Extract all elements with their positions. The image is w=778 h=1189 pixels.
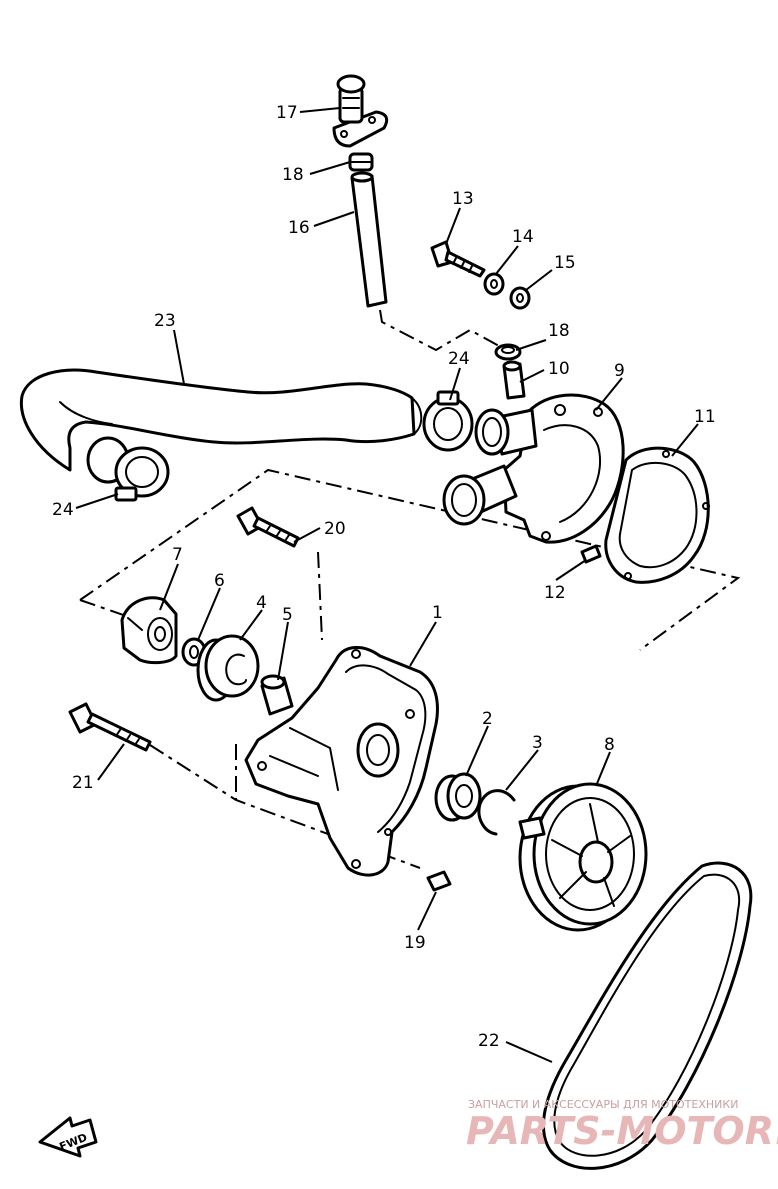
callout-8: 8 bbox=[604, 735, 615, 755]
callout-15: 15 bbox=[554, 253, 576, 273]
fwd-arrow: FWD bbox=[38, 1116, 98, 1158]
part-18-o-ring-top bbox=[348, 152, 374, 172]
part-22-v-belt bbox=[542, 861, 753, 1170]
callout-6: 6 bbox=[214, 571, 225, 591]
part-10-joint-pipe bbox=[502, 360, 526, 400]
part-18-o-ring-mid bbox=[494, 343, 522, 361]
callout-17: 17 bbox=[276, 103, 298, 123]
part-9-pump-cover bbox=[442, 393, 625, 544]
part-20-bolt bbox=[236, 506, 300, 548]
callout-5: 5 bbox=[282, 605, 293, 625]
part-2-bearing bbox=[434, 772, 482, 822]
callout-2: 2 bbox=[482, 709, 493, 729]
part-1-pump-housing bbox=[244, 646, 439, 877]
callout-18-mid: 18 bbox=[548, 321, 570, 341]
assembly-line-pipe bbox=[379, 309, 511, 353]
callout-20: 20 bbox=[324, 519, 346, 539]
callout-16: 16 bbox=[288, 218, 310, 238]
part-3-circlip bbox=[477, 789, 516, 836]
callout-21: 21 bbox=[72, 773, 94, 793]
callout-19: 19 bbox=[404, 933, 426, 953]
part-13-bolt bbox=[430, 240, 486, 278]
watermark-brand: PARTS-MOTOR.RU bbox=[466, 1109, 778, 1153]
callout-24-left: 24 bbox=[52, 500, 74, 520]
part-17-housing-cap bbox=[332, 74, 389, 148]
part-8-pulley bbox=[518, 782, 648, 932]
part-24-hose-clamp-left bbox=[86, 436, 170, 502]
part-12-dowel-pin bbox=[580, 544, 602, 564]
part-14-spring-washer bbox=[483, 272, 505, 296]
callout-labels: 17 18 16 13 14 15 18 10 9 11 12 23 24 24… bbox=[52, 103, 716, 1051]
part-21-bolt bbox=[68, 702, 152, 752]
callout-13: 13 bbox=[452, 189, 474, 209]
callout-24-right: 24 bbox=[448, 349, 470, 369]
watermark: ЗАПЧАСТИ И АКСЕССУАРЫ ДЛЯ МОТОТЕХНИКИ PA… bbox=[466, 1098, 778, 1153]
callout-10: 10 bbox=[548, 359, 570, 379]
watermark-tagline: ЗАПЧАСТИ И АКСЕССУАРЫ ДЛЯ МОТОТЕХНИКИ bbox=[468, 1098, 738, 1111]
part-15-washer bbox=[509, 286, 531, 310]
leader-lines bbox=[75, 107, 699, 1063]
part-24-hose-clamp-right bbox=[422, 390, 474, 452]
part-5-seal bbox=[260, 674, 294, 716]
part-4-impeller bbox=[196, 634, 260, 702]
part-23-radiator-hose bbox=[19, 368, 423, 472]
callout-18-top: 18 bbox=[282, 165, 304, 185]
callout-9: 9 bbox=[614, 361, 625, 381]
callout-3: 3 bbox=[532, 733, 543, 753]
part-19-dowel-pin bbox=[426, 870, 452, 892]
callout-11: 11 bbox=[694, 407, 716, 427]
part-7-seal bbox=[120, 596, 178, 665]
callout-22: 22 bbox=[478, 1031, 500, 1051]
callout-23: 23 bbox=[154, 311, 176, 331]
callout-1: 1 bbox=[432, 603, 443, 623]
part-16-pipe bbox=[350, 171, 388, 308]
callout-4: 4 bbox=[256, 593, 267, 613]
callout-14: 14 bbox=[512, 227, 534, 247]
callout-12: 12 bbox=[544, 583, 566, 603]
callout-7: 7 bbox=[172, 545, 183, 565]
